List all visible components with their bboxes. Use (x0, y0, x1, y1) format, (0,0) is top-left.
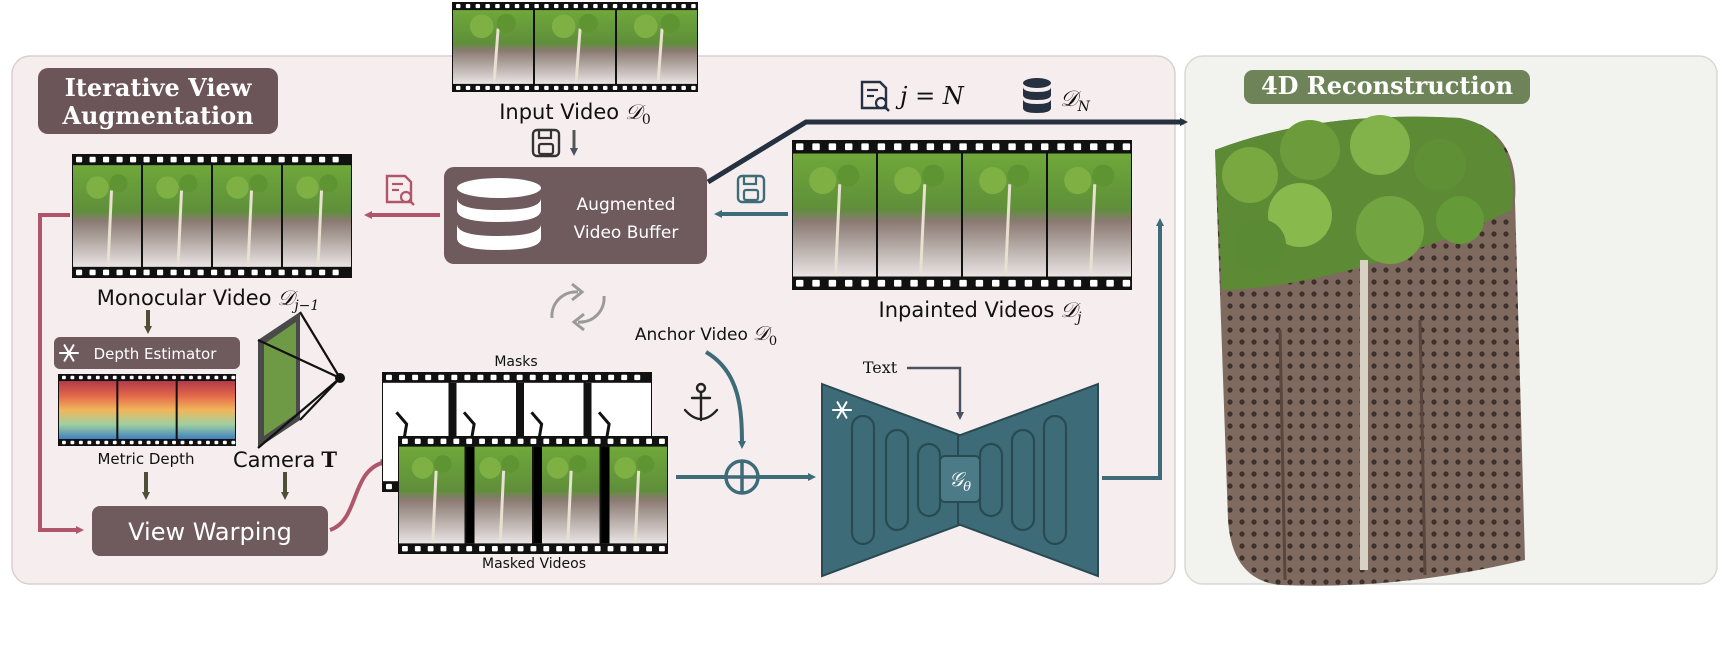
warping-to-masked-arrow (329, 458, 389, 532)
text-to-generator-arrow (907, 366, 964, 420)
file-search-icon (860, 80, 890, 112)
anchor-icon (683, 382, 719, 422)
termination-condition: j = N (895, 82, 965, 110)
anchor-to-plus-arrow (704, 350, 746, 449)
masked-videos-filmstrip (398, 436, 668, 554)
snowflake-icon (832, 401, 852, 419)
metric-depth-filmstrip (58, 374, 236, 446)
snowflake-icon (59, 344, 79, 362)
generator-to-inpainted-arrow (1102, 218, 1164, 480)
cycle-icon (550, 282, 606, 332)
masks-label: Masks (494, 354, 537, 370)
database-icon (1023, 78, 1051, 113)
depth-estimator-label: Depth Estimator (94, 345, 218, 363)
right-panel-title-badge (1244, 70, 1530, 104)
plus-circle-icon (724, 459, 760, 495)
monocular-video-filmstrip (72, 154, 352, 278)
buffer-label-line2: Video Buffer (574, 223, 679, 243)
view-warping-label: View Warping (128, 518, 292, 546)
file-search-icon (385, 174, 415, 206)
input-video-filmstrip (452, 2, 698, 92)
save-icon (736, 174, 766, 204)
inpainted-videos-filmstrip (792, 140, 1132, 290)
left-panel-title-line2: Augmentation (61, 101, 253, 130)
final-dataset-label: 𝒟N (1060, 87, 1091, 115)
generator-network (821, 382, 1099, 578)
database-icon (457, 178, 541, 250)
buffer-label-line1: Augmented (577, 195, 676, 215)
monocular-to-warping-arrow (38, 213, 84, 534)
camera-frustum-icon (257, 311, 345, 449)
metric-depth-label: Metric Depth (97, 450, 194, 468)
masked-videos-label: Masked Videos (482, 556, 586, 572)
reconstruction-render (1215, 115, 1525, 586)
left-panel-title-line1: Iterative View (65, 73, 253, 102)
depth-estimator-box (54, 337, 240, 369)
left-panel-title-badge (38, 68, 278, 134)
generator-label: 𝒢θ (949, 467, 971, 495)
save-icon (531, 128, 561, 158)
text-input-label: Text (863, 358, 898, 377)
buffer-to-reconstruction-arrow (706, 118, 1188, 185)
view-warping-box (92, 506, 328, 556)
right-panel-title: 4D Reconstruction (1261, 71, 1513, 100)
